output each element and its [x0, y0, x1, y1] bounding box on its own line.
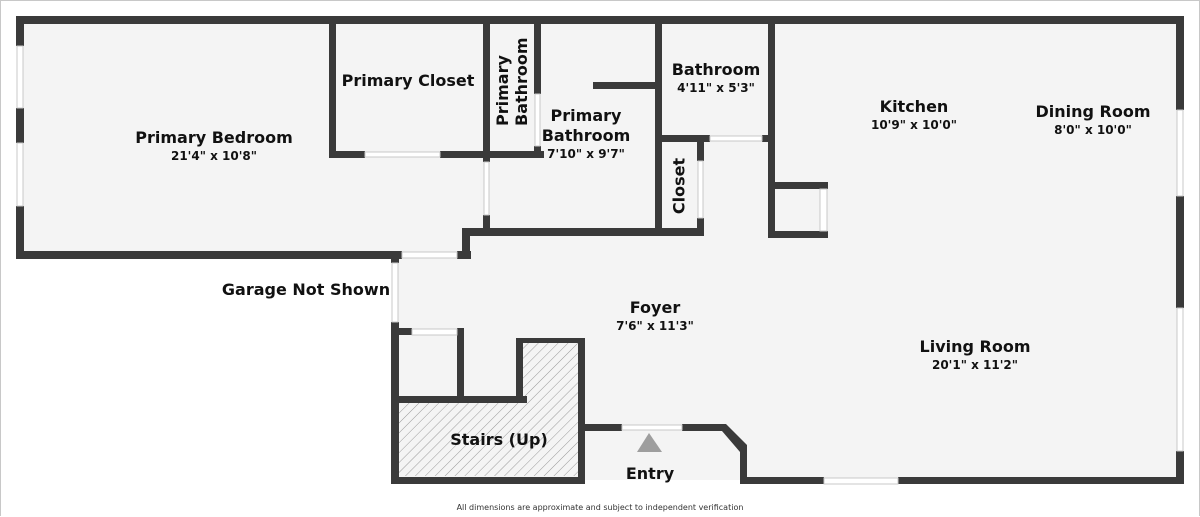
room-primary-closet: Primary Closet: [342, 71, 475, 91]
room-primary-bedroom: Primary Bedroom 21'4" x 10'8": [135, 128, 293, 164]
room-dining-room: Dining Room 8'0" x 10'0": [1035, 102, 1150, 138]
room-name: Foyer: [629, 298, 681, 317]
room-bathroom: Bathroom 4'11" x 5'3": [672, 60, 761, 96]
room-dimensions: 10'9" x 10'0": [870, 118, 958, 132]
room-dimensions: 7'6" x 11'3": [616, 319, 694, 333]
garage-note: Garage Not Shown: [222, 280, 390, 300]
room-name: Kitchen: [879, 97, 949, 116]
room-name: Closet: [669, 157, 689, 215]
room-kitchen: Kitchen 10'9" x 10'0": [871, 97, 957, 133]
room-dimensions: 4'11" x 5'3": [677, 81, 755, 95]
room-primary-bathroom: Primary Bathroom 7'10" x 9'7": [536, 106, 636, 162]
room-name: Living Room: [919, 337, 1031, 356]
footnote: All dimensions are approximate and subje…: [456, 503, 744, 512]
garage-label: Garage Not Shown: [221, 280, 391, 299]
room-dimensions: 7'10" x 9'7": [547, 147, 625, 161]
room-name: Stairs (Up): [450, 430, 548, 449]
room-name: Bathroom: [671, 60, 761, 79]
room-living-room: Living Room 20'1" x 11'2": [920, 337, 1031, 373]
room-name: Primary Bathroom: [493, 37, 531, 126]
room-primary-bathroom-small: Primary Bathroom: [493, 37, 531, 126]
room-name: Dining Room: [1035, 102, 1151, 121]
stairs-hatch: [399, 340, 580, 476]
room-dimensions: 20'1" x 11'2": [931, 358, 1019, 372]
room-name: Primary Bedroom: [135, 128, 293, 147]
entry-label: Entry: [626, 464, 674, 484]
room-stairs: Stairs (Up): [450, 430, 548, 450]
room-closet: Closet: [670, 158, 689, 214]
room-foyer: Foyer 7'6" x 11'3": [616, 298, 694, 334]
windows: [16, 45, 1184, 485]
room-dimensions: 8'0" x 10'0": [1054, 123, 1132, 137]
room-name: Primary Bathroom: [541, 106, 631, 145]
room-name: Primary Closet: [341, 71, 475, 90]
room-dimensions: 21'4" x 10'8": [170, 149, 258, 163]
entry-arrow-icon: [637, 433, 662, 452]
entry-text: Entry: [625, 464, 675, 483]
walls: [16, 16, 1184, 484]
